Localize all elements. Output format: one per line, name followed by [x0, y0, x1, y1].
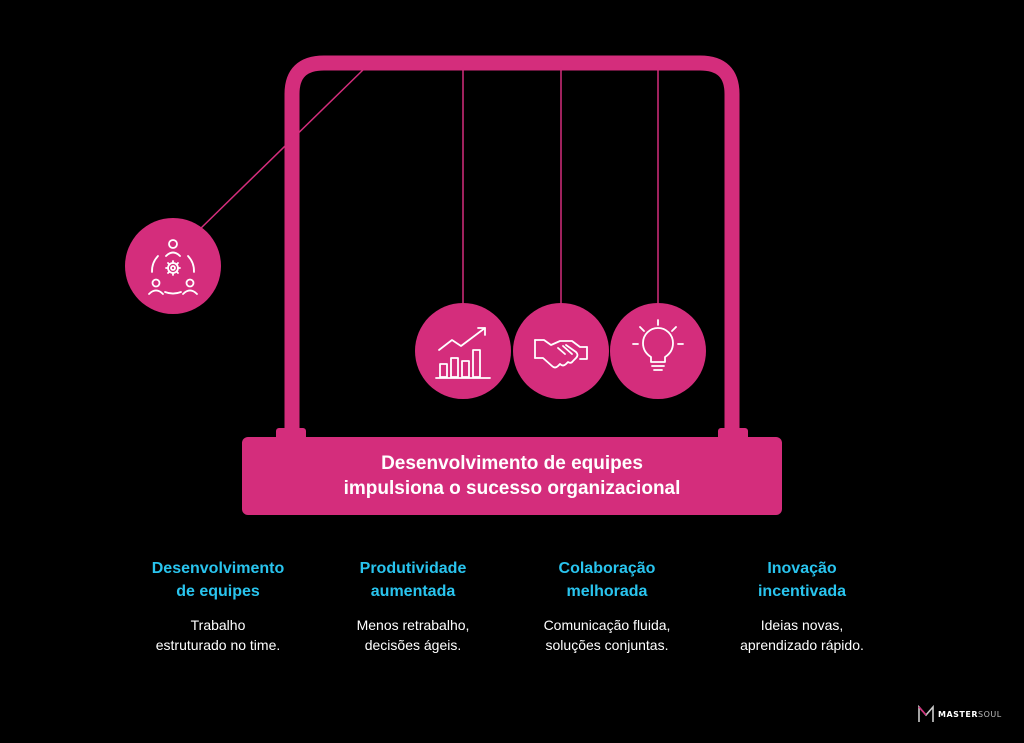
mastersoul-logo-icon: [918, 705, 934, 722]
brand-name: MASTERSOUL: [938, 709, 1002, 719]
column-innovation: Inovação incentivada Ideias novas, apren…: [707, 557, 897, 655]
column-productivity: Produtividade aumentada Menos retrabalho…: [318, 557, 508, 655]
central-message-line-1: Desenvolvimento de equipes: [381, 453, 643, 474]
team-gear-icon: [148, 239, 198, 295]
lightbulb-icon: [632, 319, 684, 371]
ball-lightbulb: [610, 303, 706, 399]
handshake-icon: [534, 339, 588, 369]
column-description: Trabalho estruturado no time.: [155, 617, 281, 653]
column-team-development: Desenvolvimento de equipes Trabalho estr…: [123, 557, 313, 655]
string-swinging: [197, 66, 367, 232]
column-title: Produtividade aumentada: [359, 560, 467, 600]
ball-growth: [415, 303, 511, 399]
cradle-base: [242, 437, 782, 515]
column-title: Colaboração melhorada: [558, 560, 656, 600]
brand-logo: MASTERSOUL: [918, 704, 1002, 724]
ball-team: [125, 218, 221, 314]
column-description: Comunicação fluida, soluções conjuntas.: [543, 617, 671, 653]
cradle-frame: [284, 55, 740, 432]
central-message-line-2: impulsiona o sucesso organizacional: [343, 478, 681, 499]
column-description: Ideias novas, aprendizado rápido.: [740, 617, 864, 653]
column-description: Menos retrabalho, decisões ágeis.: [356, 617, 470, 653]
central-message: Desenvolvimento de equipes impulsiona o …: [242, 437, 782, 515]
column-collaboration: Colaboração melhorada Comunicação fluida…: [512, 557, 702, 655]
ball-handshake: [513, 303, 609, 399]
column-title: Inovação incentivada: [757, 560, 847, 600]
growth-chart-icon: [435, 327, 491, 379]
column-title: Desenvolvimento de equipes: [151, 560, 285, 600]
